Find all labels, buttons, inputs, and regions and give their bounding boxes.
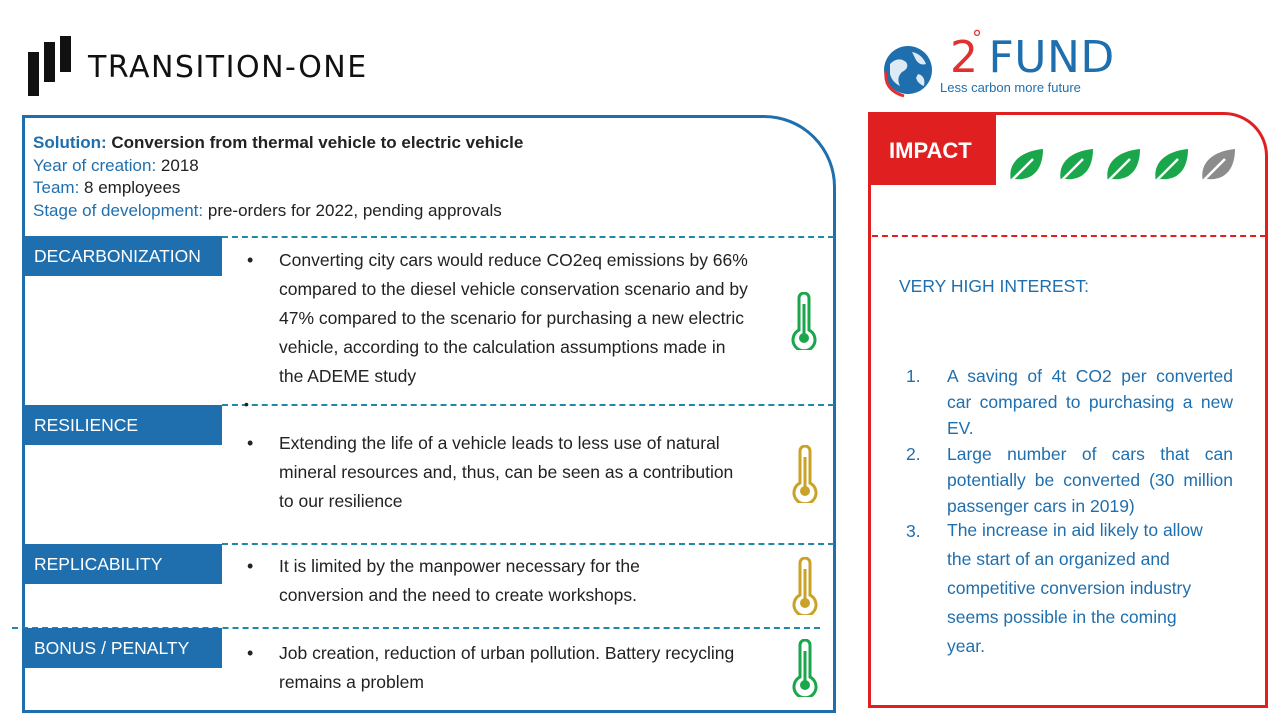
leaf-icon-active — [1008, 149, 1043, 184]
impact-point: A saving of 4t CO2 per converted car com… — [947, 366, 1233, 438]
leaf-icon-active — [1105, 149, 1140, 184]
impact-point: Large number of cars that can potentiall… — [947, 444, 1233, 516]
criterion-text-resilience: Extending the life of a vehicle leads to… — [279, 433, 734, 511]
impact-label-box — [868, 113, 996, 185]
fund-logo-degree: ° — [972, 26, 983, 50]
point-number: 3. — [906, 521, 921, 541]
thermometer-icon — [792, 557, 818, 615]
year-key: Year of creation: — [33, 155, 157, 175]
impact-label: IMPACT — [889, 138, 972, 163]
criterion-text-replicability: It is limited by the manpower necessary … — [279, 556, 640, 605]
bullet: • — [247, 433, 254, 453]
team-value: 8 employees — [84, 178, 181, 197]
bullet: • — [247, 250, 254, 270]
point-number: 2. — [906, 444, 921, 464]
separator — [872, 235, 1266, 237]
criterion-label-replicability: REPLICABILITY — [22, 544, 222, 584]
leaf-icon-active — [1058, 149, 1093, 184]
solution-info: Solution: Conversion from thermal vehicl… — [33, 132, 523, 222]
bullet: • — [244, 396, 249, 412]
bars-logo-icon — [28, 36, 76, 96]
impact-panel — [868, 112, 1268, 708]
separator — [222, 236, 834, 238]
impact-point: The increase in aid likely to allow the … — [947, 520, 1203, 656]
fund-logo-tagline: Less carbon more future — [940, 80, 1081, 95]
fund-logo-number: 2 — [950, 32, 979, 83]
globe-icon — [884, 46, 932, 98]
solution-line: Solution: Conversion from thermal vehicl… — [33, 132, 523, 155]
separator — [222, 543, 834, 545]
fund-logo-title: 2°FUND — [950, 26, 1115, 83]
two-degree-fund-logo: 2°FUND Less carbon more future — [880, 26, 1114, 100]
solution-value: Conversion from thermal vehicle to elect… — [111, 133, 524, 152]
team-line: Team: 8 employees — [33, 177, 523, 200]
separator — [222, 404, 834, 406]
year-value: 2018 — [160, 155, 199, 175]
bullet: • — [247, 643, 254, 663]
separator — [12, 627, 820, 629]
transition-one-logo-text: TRANSITION-ONE — [88, 50, 368, 85]
thermometer-icon — [792, 445, 818, 503]
solution-key: Solution: — [33, 133, 107, 152]
thermometer-icon — [792, 639, 818, 697]
team-key: Team: — [33, 178, 80, 197]
thermometer-icon — [791, 292, 817, 350]
stage-key: Stage of development: — [33, 200, 204, 220]
criterion-label-resilience: RESILIENCE — [22, 405, 222, 445]
point-number: 1. — [906, 366, 921, 386]
transition-one-logo — [28, 36, 76, 96]
year-line: Year of creation: 2018 — [33, 155, 523, 178]
criterion-label-bonus-penalty: BONUS / PENALTY — [22, 628, 222, 668]
interest-level: VERY HIGH INTEREST: — [899, 276, 1089, 296]
stage-value: pre-orders for 2022, pending approvals — [207, 200, 502, 220]
leaf-icon-active — [1153, 149, 1188, 184]
stage-line: Stage of development: pre-orders for 202… — [33, 200, 523, 223]
criterion-text-decarbonization: Converting city cars would reduce CO2eq … — [279, 250, 748, 386]
fund-logo-name: FUND — [988, 32, 1115, 83]
leaf-icon-inactive — [1200, 149, 1235, 184]
criterion-label-decarbonization: DECARBONIZATION — [22, 236, 222, 276]
criterion-text-bonus-penalty: Job creation, reduction of urban polluti… — [279, 643, 735, 692]
bullet: • — [247, 556, 254, 576]
